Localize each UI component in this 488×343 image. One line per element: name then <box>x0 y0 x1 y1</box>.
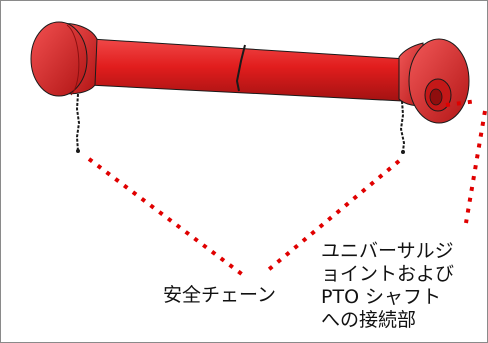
joint-label-line-1: ユニバーサルジ <box>321 240 454 262</box>
leader-line-left-chain <box>87 157 245 277</box>
left-chain-end <box>76 149 80 153</box>
left-cap-seam <box>66 24 80 96</box>
shaft-split-line <box>235 44 246 92</box>
safety-chain-label: 安全チェーン <box>163 284 277 306</box>
chain-icon <box>75 93 81 152</box>
right-cap-inner-bore <box>429 88 443 106</box>
chain-icon <box>399 100 406 152</box>
left-end-cap <box>30 21 88 97</box>
right-chain-end <box>401 150 405 154</box>
joint-label-line-4: への接続部 <box>321 309 417 331</box>
shaft-tube <box>88 38 407 102</box>
leader-line-right-chain <box>265 159 401 273</box>
joint-label-line-3: PTO シャフト <box>321 286 442 308</box>
leader-line-joint-vertical <box>464 110 487 224</box>
joint-label-line-2: ョイントおよび <box>321 263 455 285</box>
